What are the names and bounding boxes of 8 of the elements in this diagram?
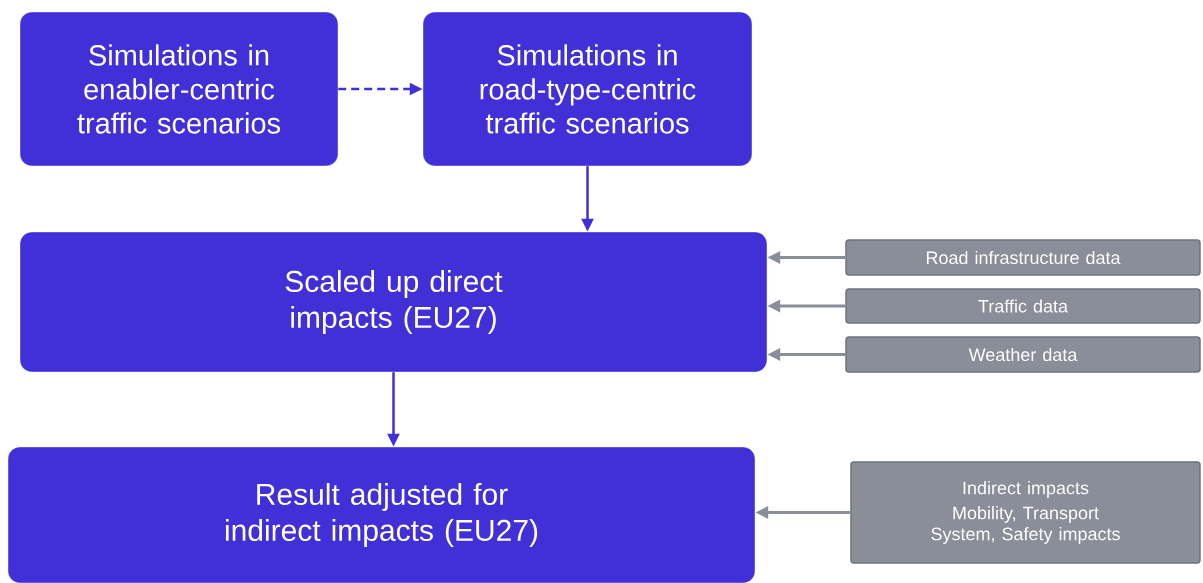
data-box: Weather data (845, 336, 1201, 373)
process-box: Scaled up direct impacts (EU27) (19, 231, 768, 373)
data-box: Road infrastructure data (845, 239, 1201, 276)
data-box: Indirect impacts Mobility, Transport System, Safety impacts (850, 461, 1201, 564)
process-box: Simulations in road-type-centric traffic scenarios (422, 11, 753, 167)
data-box: Traffic data (845, 288, 1201, 324)
process-box: Result adjusted for indirect impacts (EU27) (7, 446, 756, 583)
process-box: Simulations in enabler-centric traffic scenarios (19, 11, 339, 167)
